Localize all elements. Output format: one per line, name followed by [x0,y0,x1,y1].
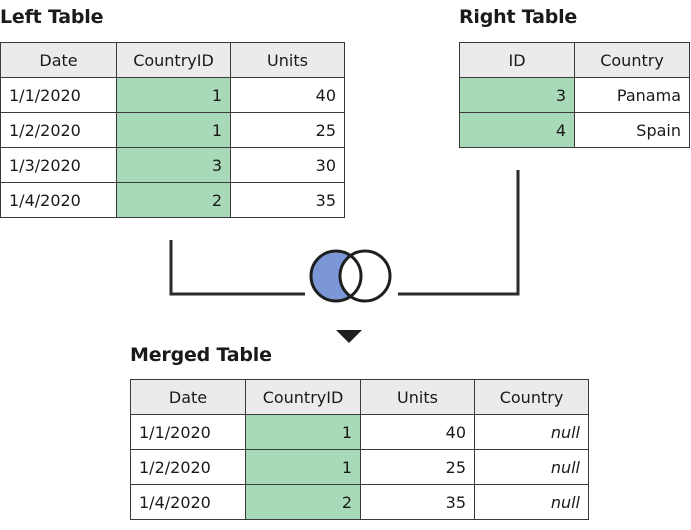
right-connector-line [398,170,520,296]
country-cell: null [474,484,589,520]
key-cell: 3 [459,77,575,113]
units-cell: 25 [230,112,345,148]
date-cell: 1/2/2020 [130,449,246,485]
table-row: 1/2/2020 1 25 [0,112,345,148]
key-cell: 1 [245,449,361,485]
merged-table-title: Merged Table [130,344,272,366]
country-cell: null [474,414,589,450]
table-row: 1/3/2020 3 30 [0,147,345,183]
column-header: CountryID [245,379,361,415]
table-row: 3 Panama [459,77,690,113]
right-table: ID Country 3 Panama 4 Spain [459,42,690,148]
units-cell: 30 [230,147,345,183]
date-cell: 1/2/2020 [0,112,117,148]
column-header: CountryID [116,42,231,78]
column-header: ID [459,42,575,78]
units-cell: 35 [360,484,475,520]
left-anti-join-venn-icon [309,249,392,303]
left-table-title: Left Table [0,6,104,28]
units-cell: 40 [230,77,345,113]
table-row: 1/1/2020 1 40 [0,77,345,113]
column-header: Units [360,379,475,415]
down-arrow-icon [336,330,362,343]
key-cell: 1 [116,112,231,148]
key-cell: 2 [116,182,231,218]
table-row: 1/4/2020 2 35 [0,182,345,218]
right-table-header-row: ID Country [459,42,690,78]
units-cell: 25 [360,449,475,485]
table-row: 1/2/2020 1 25 null [130,449,589,485]
merged-table: Date CountryID Units Country 1/1/2020 1 … [130,379,589,520]
table-row: 1/4/2020 2 35 null [130,484,589,520]
right-table-title: Right Table [459,6,578,28]
key-cell: 3 [116,147,231,183]
date-cell: 1/4/2020 [130,484,246,520]
key-cell: 4 [459,112,575,148]
key-cell: 2 [245,484,361,520]
country-cell: null [474,449,589,485]
date-cell: 1/1/2020 [130,414,246,450]
key-cell: 1 [116,77,231,113]
merged-table-header-row: Date CountryID Units Country [130,379,589,415]
column-header: Date [130,379,246,415]
key-cell: 1 [245,414,361,450]
date-cell: 1/4/2020 [0,182,117,218]
country-cell: Spain [574,112,690,148]
date-cell: 1/1/2020 [0,77,117,113]
left-table-header-row: Date CountryID Units [0,42,345,78]
left-table: Date CountryID Units 1/1/2020 1 40 1/2/2… [0,42,345,218]
units-cell: 35 [230,182,345,218]
column-header: Units [230,42,345,78]
column-header: Country [474,379,589,415]
column-header: Country [574,42,690,78]
table-row: 4 Spain [459,112,690,148]
units-cell: 40 [360,414,475,450]
left-connector-line [169,240,305,296]
country-cell: Panama [574,77,690,113]
table-row: 1/1/2020 1 40 null [130,414,589,450]
